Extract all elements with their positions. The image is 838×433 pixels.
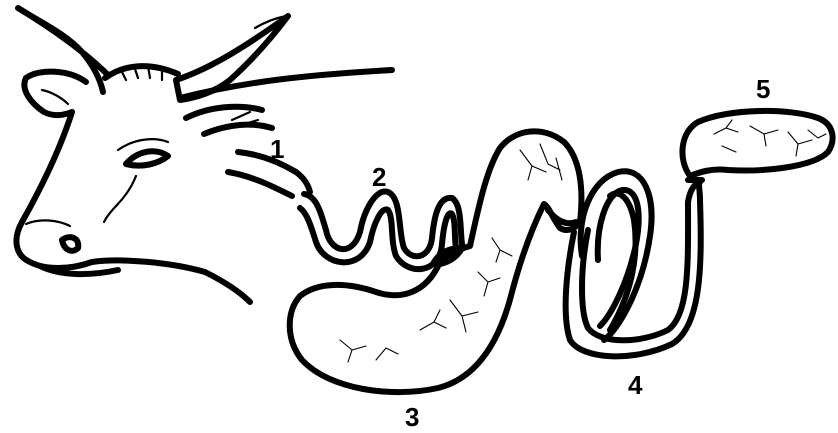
muzzle-line [26,220,70,226]
label-5: 5 [756,74,770,104]
esophagus-top-line [238,152,296,172]
stomach-veins-body [420,300,478,332]
label-3: 3 [405,402,419,432]
coiled-intestine [566,171,702,356]
eyebrow [118,139,168,150]
cheek-line [116,176,136,206]
eye [126,151,168,165]
cecum-outline [682,111,832,176]
wave-outer [304,192,462,257]
stomach-veins-mid [492,238,512,262]
nostril [62,237,78,251]
label-4: 4 [628,370,643,400]
left-horn [18,8,108,92]
esophagus-joint [296,172,310,192]
label-1: 1 [270,134,284,164]
stomach-veins-bottom [340,340,398,362]
cecum [682,111,832,176]
esophagus-bottom-line [228,172,292,196]
ear-inner [42,90,68,104]
coil-end [688,182,700,202]
stomach-veins-side [478,272,500,296]
ear [24,72,86,115]
cheek-line-2 [104,204,118,222]
cow-head [16,8,392,302]
poll [105,66,178,78]
esophagus [228,152,310,196]
cecum-veins [714,120,826,156]
label-2: 2 [372,162,386,192]
stomach-veins-top [520,144,562,180]
